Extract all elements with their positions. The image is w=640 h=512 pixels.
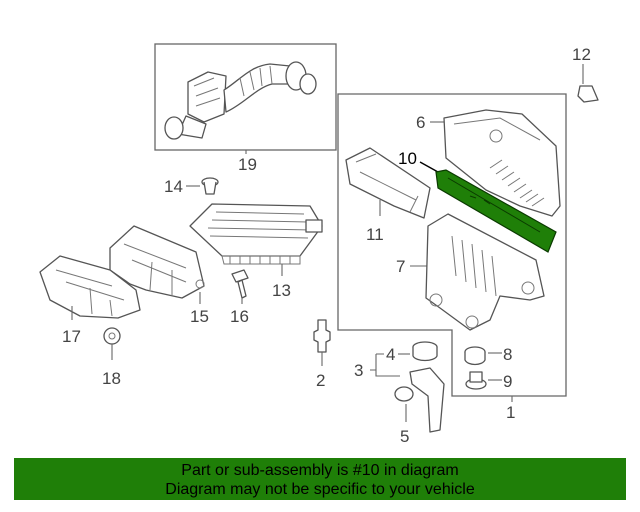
- callout-9: 9: [503, 372, 512, 391]
- part-7-air-cleaner-housing: [425, 213, 545, 331]
- callout-14: 14: [164, 177, 183, 196]
- callout-4: 4: [386, 345, 395, 364]
- callout-18: 18: [102, 369, 121, 388]
- part-4-mount-cushion: [412, 341, 438, 362]
- part-14-clip: [201, 177, 219, 195]
- callout-15: 15: [190, 307, 209, 326]
- callout-8: 8: [503, 345, 512, 364]
- callout-5: 5: [400, 427, 409, 446]
- assembly-1-frame: [337, 93, 567, 397]
- callout-11: 11: [366, 225, 384, 244]
- info-banner: Part or sub-assembly is #10 in diagram D…: [14, 458, 626, 500]
- callout-19: 19: [238, 155, 257, 174]
- part-11-bracket: [345, 147, 431, 219]
- part-16-bolt: [231, 269, 249, 299]
- callout-10: 10: [398, 149, 417, 168]
- parts-diagram: 19 12 6 10 11 7 8 9: [39, 43, 599, 446]
- callout-13: 13: [272, 281, 291, 300]
- part-10-air-filter-element: [435, 169, 557, 253]
- part-13-resonator: [189, 203, 323, 265]
- banner-line-1: Part or sub-assembly is #10 in diagram: [181, 462, 459, 479]
- callout-2: 2: [316, 371, 325, 390]
- part-12-clip: [577, 85, 599, 103]
- callout-17: 17: [62, 327, 81, 346]
- callout-3: 3: [354, 361, 363, 380]
- callout-6: 6: [416, 113, 425, 132]
- part-8-grommet: [464, 346, 486, 366]
- callout-1: 1: [506, 403, 515, 422]
- callout-7: 7: [396, 257, 405, 276]
- part-9-bushing: [465, 371, 487, 390]
- part-18-grommet: [103, 327, 121, 345]
- banner-line-2: Diagram may not be specific to your vehi…: [165, 481, 475, 498]
- callout-12: 12: [572, 45, 591, 64]
- part-19-intake-duct: [164, 61, 317, 140]
- callout-16: 16: [230, 307, 249, 326]
- part-6-air-cleaner-cover: [443, 109, 561, 217]
- part-5-mount-bracket: [394, 367, 445, 433]
- part-17-lower-duct: [39, 255, 141, 319]
- part-2-bolt: [313, 319, 331, 353]
